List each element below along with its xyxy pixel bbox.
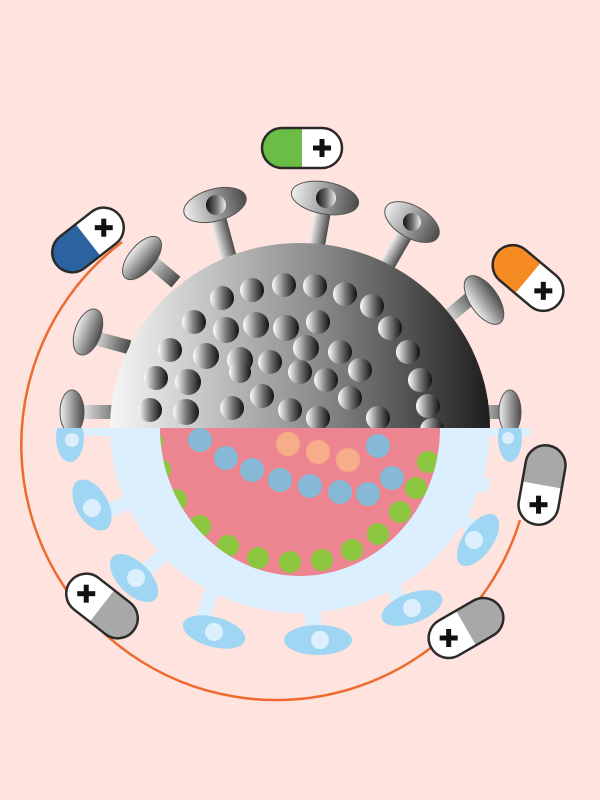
- rna-peach-dots: [276, 432, 360, 472]
- plus-icon: [439, 629, 458, 647]
- rna-blue-dots: [188, 428, 404, 506]
- capsule-green: [260, 126, 344, 170]
- shell-pits: [138, 273, 444, 428]
- capsule-group: [44, 126, 569, 660]
- capsule-orange: [484, 236, 565, 313]
- upper-shell: [110, 243, 490, 428]
- capsule-gray-right-color-half: [522, 442, 569, 489]
- capsule-blue: [44, 206, 126, 281]
- virus-upper-half: [59, 180, 522, 428]
- plus-icon: [313, 139, 331, 157]
- plus-icon: [529, 495, 548, 514]
- capsule-gray-left: [64, 572, 146, 647]
- capsule-gray-bottom-right: [427, 590, 511, 660]
- plus-icon: [534, 281, 553, 300]
- lower-spike-knobs: [65, 432, 514, 649]
- plus-icon: [94, 218, 113, 237]
- capsule-gray-right: [517, 442, 569, 526]
- plus-icon: [77, 584, 96, 603]
